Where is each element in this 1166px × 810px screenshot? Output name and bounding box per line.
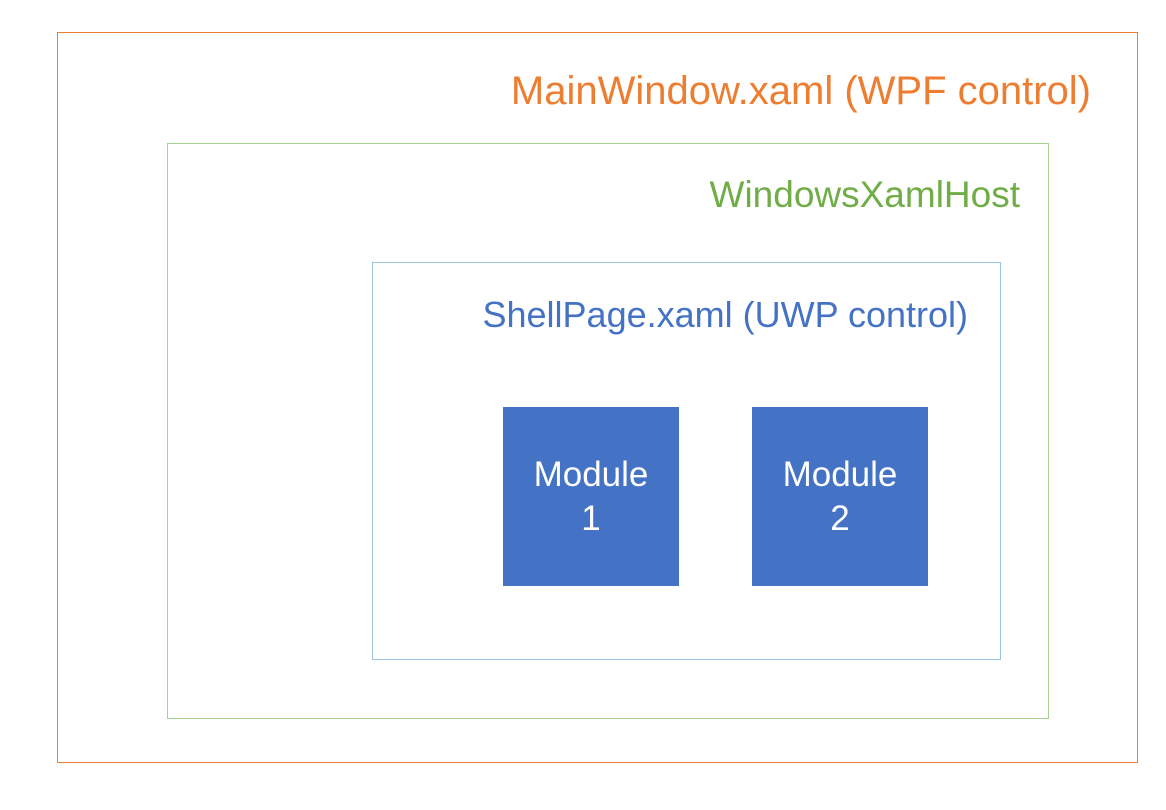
layer-box-windowsxamlhost: WindowsXamlHost ShellPage.xaml (UWP cont… <box>167 143 1049 719</box>
layer-label-wpf: MainWindow.xaml (WPF control) <box>510 69 1091 113</box>
module-2-label-line1: Module <box>782 454 898 494</box>
layer-label-shellpage: ShellPage.xaml (UWP control) <box>482 294 968 335</box>
module-1-label-line1: Module <box>533 454 649 494</box>
module-box-2: Module 2 <box>752 407 928 586</box>
module-box-1: Module 1 <box>503 407 679 586</box>
layer-box-wpf: MainWindow.xaml (WPF control) WindowsXam… <box>57 32 1138 763</box>
layer-label-windowsxamlhost: WindowsXamlHost <box>709 174 1020 215</box>
module-1-label-line2: 1 <box>581 498 601 538</box>
module-2-label-line2: 2 <box>830 498 850 538</box>
layer-box-shellpage: ShellPage.xaml (UWP control) Module 1 Mo… <box>372 262 1001 660</box>
